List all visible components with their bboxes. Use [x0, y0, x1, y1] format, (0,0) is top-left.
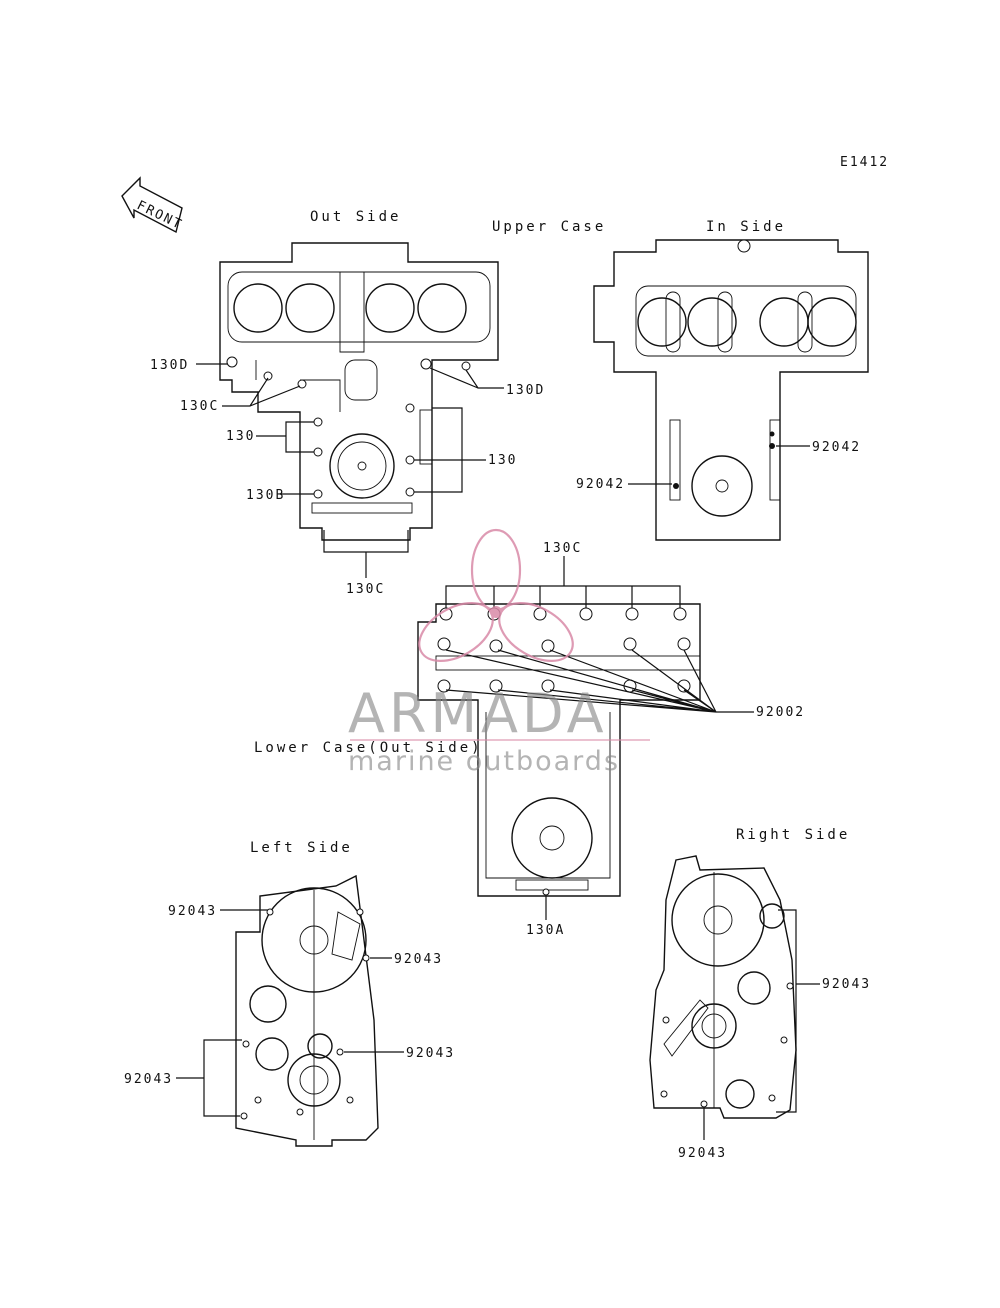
- callout-130-left: 130: [226, 429, 255, 444]
- callout-92043-ls-mid: 92043: [394, 952, 443, 967]
- callout-130c-upper: 130C: [180, 399, 219, 414]
- callout-92002: 92002: [756, 705, 805, 720]
- propeller-logo-icon: [418, 528, 574, 662]
- title-upper-case: Upper Case: [492, 219, 606, 235]
- lower-case-leaders: [445, 556, 754, 920]
- upper-case-outside-leaders: [196, 363, 504, 578]
- front-arrow-icon: FRONT: [121, 176, 185, 233]
- callout-130d-left: 130D: [150, 358, 189, 373]
- upper-case-inside-leaders: [628, 445, 810, 485]
- callout-92043-ls-low: 92043: [406, 1046, 455, 1061]
- right-side-bolts: [660, 982, 794, 1108]
- upper-case-inside-drawing: [593, 239, 869, 541]
- left-side-leaders: [176, 909, 404, 1117]
- title-in-side: In Side: [706, 219, 786, 235]
- title-lower-case: Lower Case(Out Side): [254, 740, 483, 756]
- callout-130c-lower: 130C: [543, 541, 582, 556]
- callout-130a: 130A: [526, 923, 565, 938]
- upper-case-outside-bolts: [226, 356, 471, 499]
- watermark-tagline: marine outboards: [348, 746, 620, 777]
- title-left-side: Left Side: [250, 840, 353, 856]
- watermark-brand: ARMADA: [348, 682, 608, 745]
- callout-92043-ls-top: 92043: [168, 904, 217, 919]
- title-out-side: Out Side: [310, 209, 401, 225]
- callout-92043-ls-left: 92043: [124, 1072, 173, 1087]
- upper-case-inside-bolts: [673, 431, 775, 489]
- callout-92042-left: 92042: [576, 477, 625, 492]
- right-side-leaders: [703, 909, 820, 1140]
- right-side-drawing: [649, 855, 797, 1119]
- left-side-drawing: [235, 874, 379, 1147]
- diagram-code: E1412: [840, 155, 889, 170]
- upper-case-outside-drawing: [219, 242, 499, 541]
- callout-92043-rs-bottom: 92043: [678, 1146, 727, 1161]
- armada-watermark: ARMADA marine outboards: [348, 528, 650, 777]
- front-label: FRONT: [134, 198, 185, 233]
- callout-130b: 130B: [246, 488, 285, 503]
- callout-92042-right: 92042: [812, 440, 861, 455]
- title-right-side: Right Side: [736, 827, 850, 843]
- callout-130c-bottom: 130C: [346, 582, 385, 597]
- callout-130d-right: 130D: [506, 383, 545, 398]
- left-side-bolts: [240, 908, 370, 1120]
- callout-92043-rs-right: 92043: [822, 977, 871, 992]
- callout-130-right: 130: [488, 453, 517, 468]
